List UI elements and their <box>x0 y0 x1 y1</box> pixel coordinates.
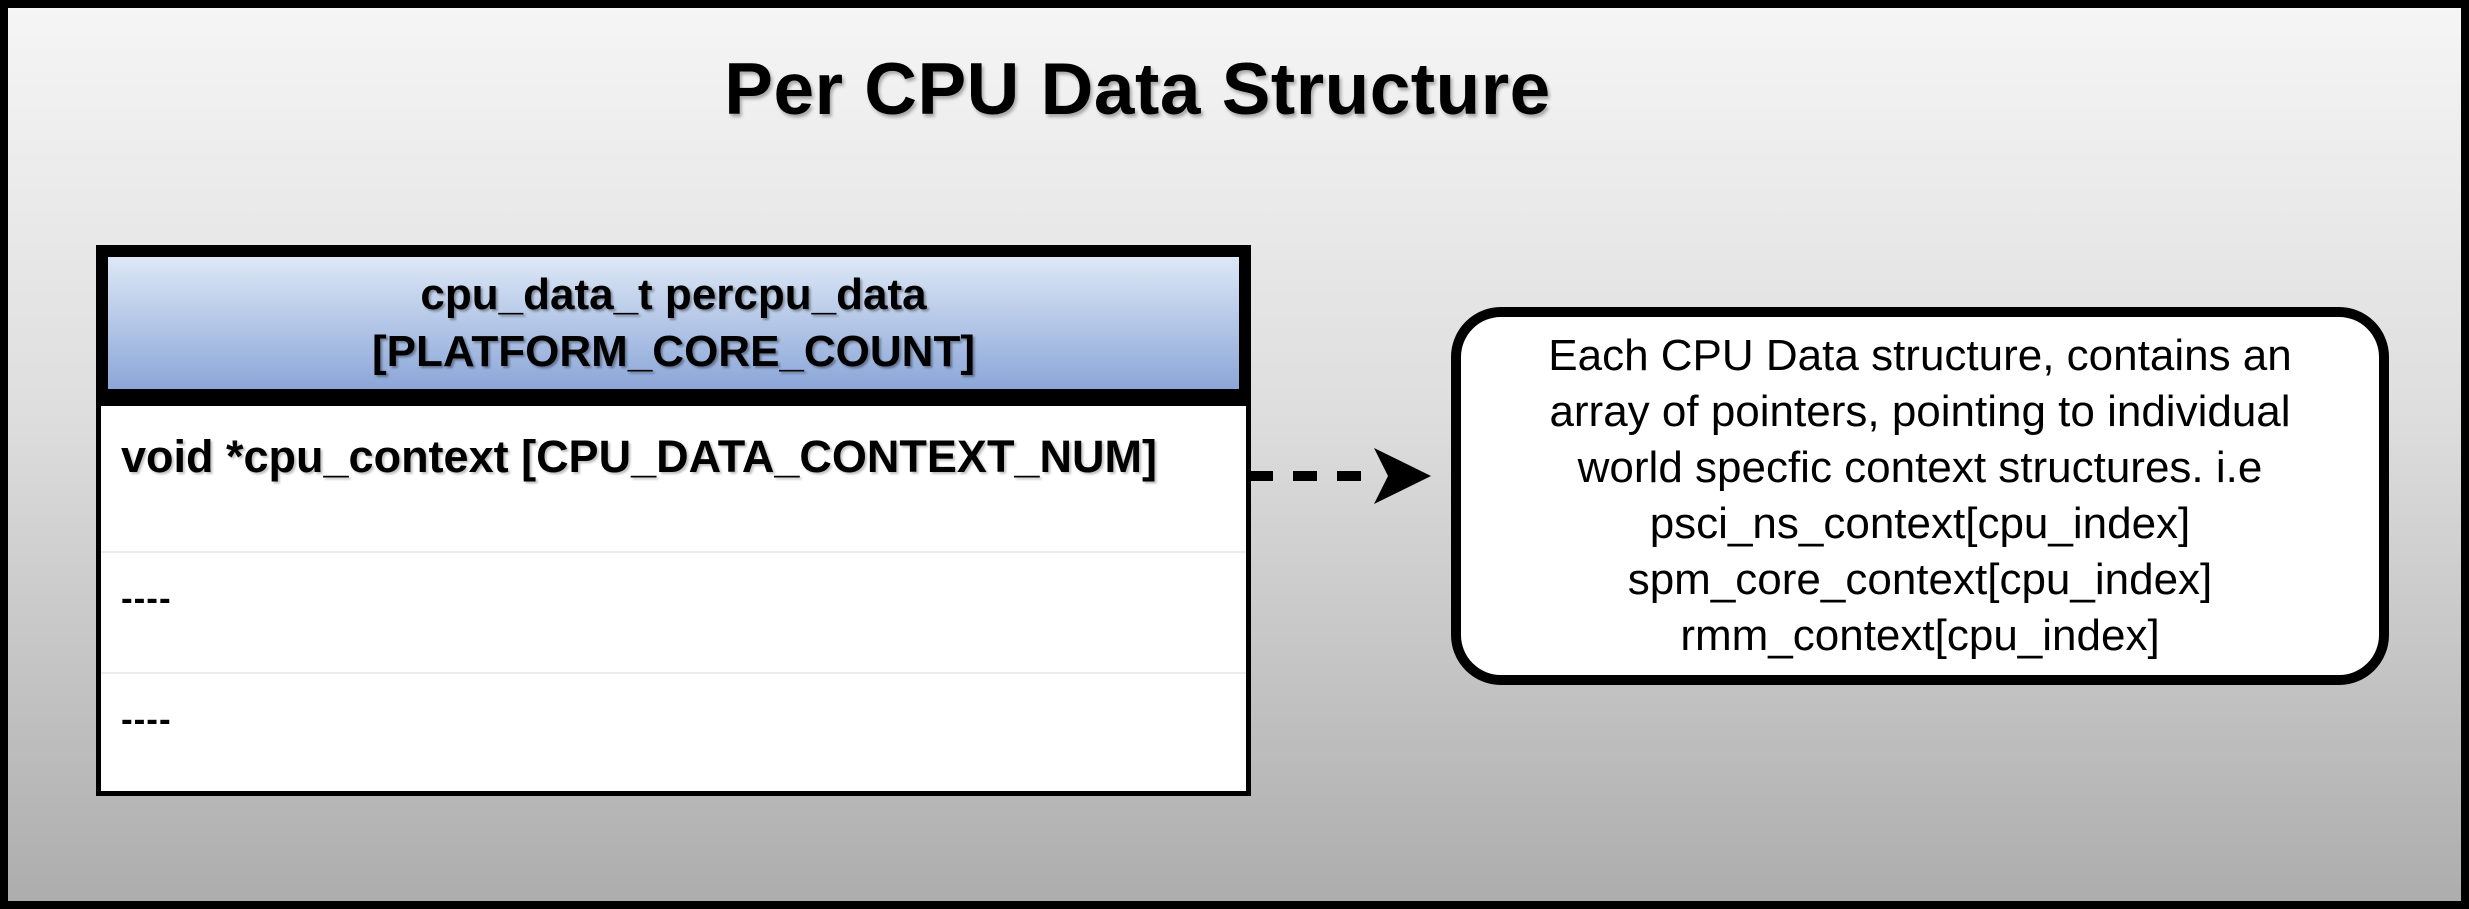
callout-line: rmm_context[cpu_index] <box>1680 611 2160 660</box>
callout-note: Each CPU Data structure, contains an arr… <box>1451 307 2389 685</box>
table-row-ellipsis-1: ---- <box>101 553 1246 674</box>
callout-line: spm_core_context[cpu_index] <box>1627 555 2213 604</box>
page-title: Per CPU Data Structure <box>724 49 1551 130</box>
table-header-line-1: cpu_data_t percpu_data <box>420 270 927 319</box>
callout-line: world specfic context structures. i.e <box>1577 443 2263 492</box>
callout-line: Each CPU Data structure, contains an <box>1548 331 2292 380</box>
table-header-line-2: [PLATFORM_CORE_COUNT] <box>372 327 975 376</box>
table-header: cpu_data_t percpu_data [PLATFORM_CORE_CO… <box>96 245 1251 401</box>
dashed-arrow-icon <box>1249 448 1431 504</box>
table-row-cpu-context: void *cpu_context [CPU_DATA_CONTEXT_NUM] <box>101 406 1246 553</box>
callout-line: psci_ns_context[cpu_index] <box>1649 499 2191 548</box>
table-row-ellipsis-2: ---- <box>121 700 172 739</box>
arrow-head <box>1374 448 1431 504</box>
callout-line: array of pointers, pointing to individua… <box>1549 387 2291 436</box>
cpu-data-table: void *cpu_context [CPU_DATA_CONTEXT_NUM]… <box>96 401 1251 796</box>
